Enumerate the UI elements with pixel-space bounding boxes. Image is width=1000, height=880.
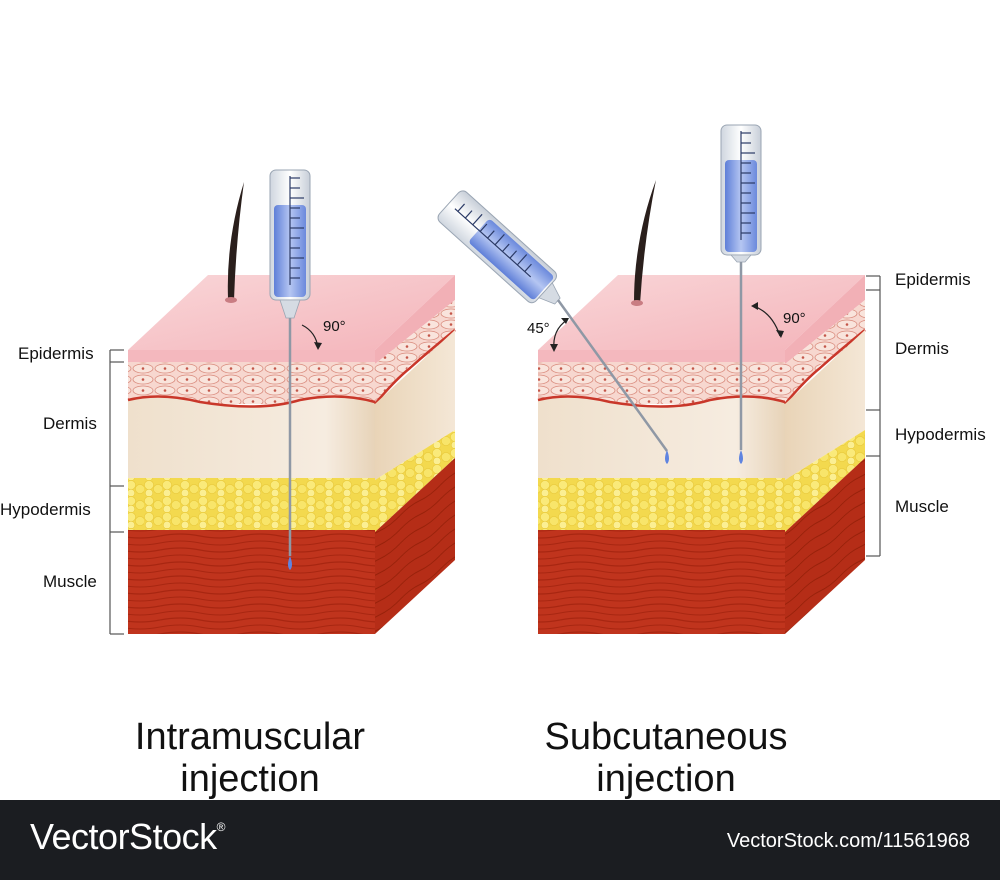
label-epidermis-left: Epidermis <box>18 344 94 363</box>
vectorstock-logo: VectorStock® <box>30 816 225 858</box>
hypodermis-fat-layer <box>538 478 785 532</box>
layer-bracket-right <box>866 275 881 557</box>
medication-drop <box>665 450 669 464</box>
watermark-footer: VectorStock® VectorStock.com/11561968 <box>0 800 1000 880</box>
hair-shaft <box>634 180 656 304</box>
caption-subcutaneous-line1: Subcutaneous <box>544 716 788 758</box>
subcutaneous-skin-block <box>537 180 866 634</box>
dermis-layer <box>128 396 375 480</box>
side-fat <box>785 430 865 532</box>
label-dermis-left: Dermis <box>43 414 97 433</box>
caption-intramuscular-line1: Intramuscular <box>134 716 366 758</box>
side-epidermis <box>785 275 865 364</box>
medication-drop <box>288 556 292 570</box>
brand-registered-mark: ® <box>216 820 226 834</box>
label-epidermis-right: Epidermis <box>895 270 971 289</box>
angle-label-90-right: 90° <box>783 310 806 327</box>
side-cell-layer <box>375 300 455 404</box>
caption-subcutaneous-line2: injection <box>596 758 736 800</box>
hypodermis-fat-layer <box>128 478 375 532</box>
syringe-vertical-right <box>720 124 762 464</box>
label-dermis-right: Dermis <box>895 339 949 358</box>
epidermis-layer <box>128 350 375 364</box>
side-muscle <box>375 458 455 634</box>
label-hypodermis-right: Hypodermis <box>895 425 986 444</box>
label-muscle-right: Muscle <box>895 497 949 516</box>
angle-label-45: 45° <box>527 320 550 337</box>
muscle-layer <box>128 530 375 634</box>
side-cell-layer <box>785 300 865 404</box>
image-reference: VectorStock.com/11561968 <box>726 830 970 852</box>
caption-subcutaneous: Subcutaneous injection <box>516 716 816 800</box>
side-muscle <box>785 458 865 634</box>
label-hypodermis-left: Hypodermis <box>0 500 91 519</box>
injection-diagram <box>109 124 881 635</box>
epidermis-layer <box>538 350 785 364</box>
side-fat <box>375 430 455 532</box>
caption-intramuscular-line2: injection <box>180 758 320 800</box>
muscle-layer <box>538 530 785 634</box>
needle <box>556 299 669 452</box>
angle-label-90-left: 90° <box>323 318 346 335</box>
dermis-layer <box>538 396 785 480</box>
syringe-vertical-left <box>269 169 311 570</box>
hair-shaft <box>227 182 244 300</box>
intramuscular-skin-block <box>127 182 456 634</box>
caption-intramuscular: Intramuscular injection <box>100 716 400 800</box>
medication-drop <box>739 450 743 464</box>
brand-name: VectorStock <box>30 816 217 857</box>
side-epidermis <box>375 275 455 364</box>
layer-bracket-left <box>109 349 124 635</box>
label-muscle-left: Muscle <box>43 572 97 591</box>
syringe-oblique-45 <box>437 190 561 305</box>
